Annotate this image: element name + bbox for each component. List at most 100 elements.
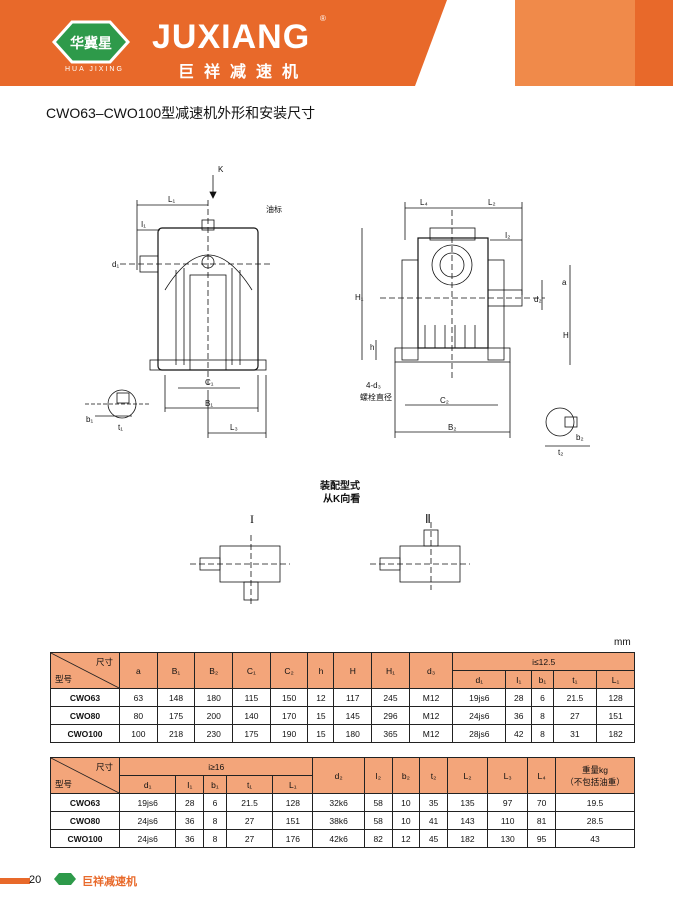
cell: 15 — [307, 706, 335, 725]
cell: 97 — [487, 793, 529, 812]
table-row: CWO63 19js6 28 6 21.5 128 32k6 58 10 35 … — [50, 793, 635, 812]
label-i2: I₂ — [505, 231, 510, 240]
cell: 28js6 — [452, 724, 507, 743]
cell: 128 — [272, 793, 314, 812]
label-c2: C₂ — [440, 396, 449, 405]
footer-logo-icon — [54, 873, 76, 885]
cell: 12 — [307, 688, 335, 707]
th-l1: L₁ — [596, 670, 635, 689]
th-l3: L₃ — [487, 757, 529, 794]
cell: M12 — [408, 688, 454, 707]
cell: CWO100 — [50, 829, 120, 848]
th-b1k: b₁ — [531, 670, 554, 689]
label-oil: 油标 — [266, 204, 282, 214]
cell: 200 — [194, 706, 234, 725]
cell: 70 — [527, 793, 556, 812]
cell: 148 — [156, 688, 196, 707]
label-b1: B₁ — [205, 399, 213, 408]
cell: 32k6 — [312, 793, 365, 812]
cell: 176 — [272, 829, 314, 848]
table-row: CWO63 63 148 180 115 150 12 117 245 M12 … — [50, 688, 635, 707]
cell: 140 — [232, 706, 271, 725]
cell: 35 — [419, 793, 448, 812]
label-t1: t₁ — [118, 423, 123, 432]
label-c1: C₁ — [205, 378, 214, 387]
cell: 28 — [505, 688, 533, 707]
corner-top: 尺寸 — [95, 762, 113, 772]
footer-bar — [0, 878, 30, 884]
label-d1: d₁ — [112, 260, 119, 269]
corner-bottom: 型号 — [55, 779, 73, 789]
header-band-edge — [415, 0, 447, 86]
cell: CWO80 — [50, 706, 120, 725]
cell: 31 — [552, 724, 598, 743]
cell: CWO63 — [50, 688, 120, 707]
th-d1: d₁ — [118, 775, 177, 794]
logo-en: HUA JIXING — [65, 66, 124, 73]
th-b1: b₁ — [203, 775, 227, 794]
label-a: a — [562, 278, 567, 287]
footer-brand: 巨祥减速机 — [82, 876, 137, 888]
cell: 58 — [363, 811, 393, 830]
cell: 150 — [269, 688, 309, 707]
diagonal-line — [51, 758, 119, 793]
th-i1: I₁ — [175, 775, 205, 794]
cell: 42 — [505, 724, 533, 743]
registered-mark: ® — [320, 14, 326, 23]
label-i1: I₁ — [141, 220, 146, 229]
label-l3: L₃ — [230, 423, 238, 432]
label-h-small: h — [370, 343, 374, 352]
brand-cn: 巨祥减速机 — [178, 64, 309, 81]
table1-corner: 尺寸 型号 — [50, 652, 120, 689]
th-group: i≥16 — [118, 757, 314, 776]
th-h-small: h — [307, 652, 335, 689]
th-c2: C₂ — [269, 652, 309, 689]
cell: 8 — [203, 811, 227, 830]
cell: 27 — [225, 811, 274, 830]
cell: 24js6 — [118, 811, 177, 830]
cell: 21.5 — [552, 688, 598, 707]
dimension-table-1: 尺寸 型号 a B₁ B₂ C₁ C₂ h H H₁ d₃ i≤12.5 d₁ … — [50, 652, 635, 743]
logo-badge-icon: 华冀星 — [51, 20, 131, 64]
th-t1: t₁ — [552, 670, 598, 689]
cell: 58 — [363, 793, 393, 812]
label-h: H — [563, 331, 569, 340]
cell: 180 — [333, 724, 373, 743]
cell: 42k6 — [312, 829, 365, 848]
table1-header-row: 尺寸 型号 a B₁ B₂ C₁ C₂ h H H₁ d₃ i≤12.5 — [50, 652, 635, 689]
cell: 80 — [119, 706, 158, 725]
cell: 175 — [156, 706, 196, 725]
cell: 182 — [596, 724, 635, 743]
label-l2: L₂ — [488, 198, 496, 207]
cell: 28.5 — [555, 811, 635, 830]
cell: 28 — [175, 793, 205, 812]
table1-subheader-row: d₁ I₁ b₁ t₁ L₁ — [51, 670, 635, 689]
cell: M12 — [408, 724, 454, 743]
cell: 180 — [194, 688, 234, 707]
cell: 151 — [272, 811, 314, 830]
cell: 36 — [175, 811, 205, 830]
cell: 115 — [232, 688, 271, 707]
cell: CWO80 — [50, 811, 120, 830]
cell: M12 — [408, 706, 454, 725]
cell: 6 — [531, 688, 554, 707]
th-i1: I₁ — [505, 670, 533, 689]
th-d3: d₃ — [408, 652, 454, 689]
page-header: 华冀星 HUA JIXING JUXIANG ® 巨祥减速机 — [0, 0, 673, 86]
cell: 100 — [119, 724, 158, 743]
corner-bottom: 型号 — [55, 674, 73, 684]
th-a: a — [119, 652, 158, 689]
cell: 218 — [156, 724, 196, 743]
cell: 36 — [505, 706, 533, 725]
table-row: CWO80 80 175 200 140 170 15 145 296 M12 … — [50, 706, 635, 725]
cell: 82 — [363, 829, 393, 848]
th-h: H — [333, 652, 373, 689]
page-title: CWO63–CWO100型减速机外形和安装尺寸 — [46, 105, 316, 121]
cell: 182 — [446, 829, 489, 848]
cell: 24js6 — [452, 706, 507, 725]
label-l1: L₁ — [168, 195, 175, 204]
assembly-type-1: I — [250, 512, 254, 526]
table-row: CWO100 100 218 230 175 190 15 180 365 M1… — [50, 724, 635, 743]
th-i2: I₂ — [363, 757, 393, 794]
unit-label: mm — [614, 637, 631, 648]
